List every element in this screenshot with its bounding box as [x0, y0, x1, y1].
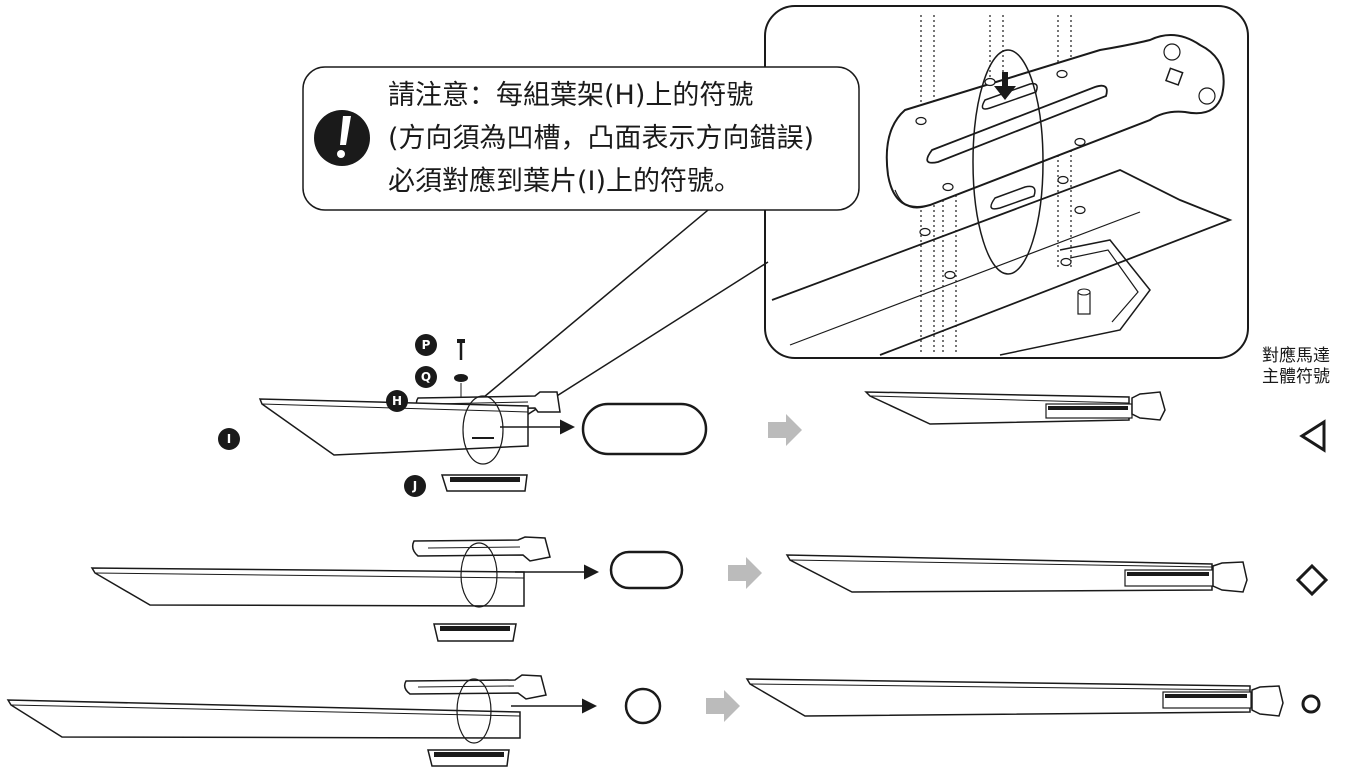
washer-q	[454, 374, 468, 382]
exclamation-icon	[314, 110, 370, 166]
slot-symbol-circle	[624, 687, 662, 725]
part-badge-i: I	[218, 428, 240, 450]
row-2-assembled	[785, 554, 1329, 597]
blade-i	[258, 398, 529, 456]
warning-note-box	[302, 66, 860, 211]
motor-symbol-small-circle	[1301, 694, 1321, 714]
part-badge-q: Q	[415, 366, 437, 388]
row-1-assembled	[864, 391, 1326, 453]
gray-arrow	[768, 414, 802, 446]
screw-p	[457, 339, 465, 360]
row-1-exploded	[258, 339, 802, 492]
motor-symbol-label-line1: 對應馬達	[1262, 346, 1330, 366]
part-badge-j: J	[404, 475, 426, 497]
note-line-2: (方向須為凹槽，凸面表示方向錯誤)	[388, 123, 815, 154]
motor-symbol-label-line2: 主體符號	[1262, 367, 1330, 387]
motor-symbol-diamond	[1295, 563, 1329, 597]
zoom-detail-panel	[764, 5, 1249, 359]
row-3-exploded	[6, 674, 740, 767]
slot-symbol-long-oval	[581, 402, 708, 456]
part-badge-p: P	[415, 334, 437, 356]
row-3-assembled	[745, 678, 1321, 717]
motor-symbol-triangle-left	[1299, 419, 1326, 453]
slot-symbol-short-oval	[609, 550, 684, 590]
motor-symbol-label: 對應馬達 主體符號	[1262, 346, 1330, 388]
part-badge-h: H	[386, 390, 408, 412]
note-line-1: 請注意：每組葉架(H)上的符號	[388, 80, 754, 111]
note-line-3: 必須對應到葉片(I)上的符號。	[388, 166, 742, 197]
row-2-exploded	[90, 536, 762, 642]
